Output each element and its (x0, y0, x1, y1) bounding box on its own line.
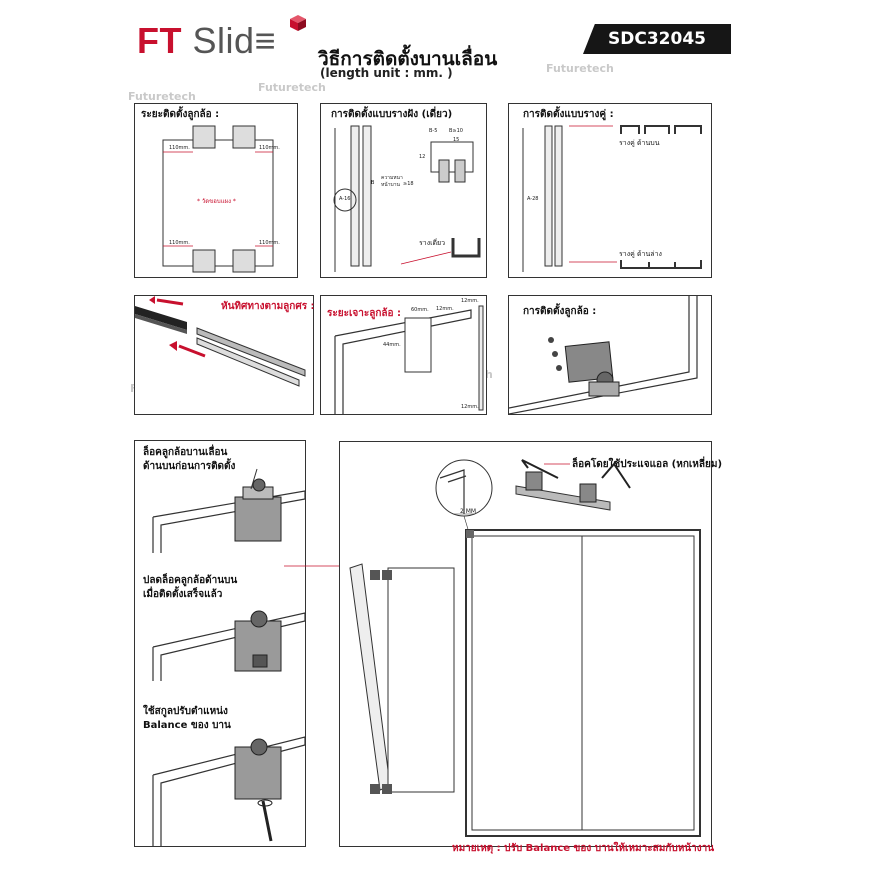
rail-direction-diagram (135, 296, 306, 387)
step-label: ใช้สกูลปรับตำแหน่ง (143, 706, 228, 717)
step-label: ล็อคลูกล้อบานเลื่อน (143, 447, 228, 458)
step-label: ด้านบนก่อนการติดตั้ง (143, 461, 236, 472)
dimension-label: 110mm. (259, 145, 280, 151)
panel-lock-steps: ล็อคลูกล้อบานเลื่อน ด้านบนก่อนการติดตั้ง… (134, 440, 306, 847)
footer-note: หมายเหตุ : ปรับ Balance ของ บานให้เหมาะส… (452, 843, 715, 854)
cube-logo-icon (290, 15, 306, 31)
single-rail-diagram (333, 125, 481, 272)
rail-label: รางเดี่ยว (419, 239, 446, 247)
panel-drilling: ระยะเจาะลูกล้อ : 60mm. 12mm. 12mm. 44mm.… (320, 295, 487, 415)
panel-label: ล็อคโดยใช้ประแจแอล (หกเหลี่ยม) (572, 459, 723, 470)
dimension-label: B≥10 (449, 128, 463, 134)
page-title: วิธีการติดตั้งบานเลื่อน (318, 48, 498, 70)
dimension-label: ความหนา (381, 175, 403, 181)
length-unit: (length unit : mm. ) (320, 66, 453, 80)
finished-doors-diagram (349, 459, 701, 837)
panel-label: ระยะเจาะลูกล้อ : (327, 308, 402, 319)
dimension-label: 2 MM (460, 508, 477, 515)
dimension-label: B (371, 180, 375, 186)
dimension-label: ≥18 (403, 181, 414, 187)
dimension-label: 110mm. (169, 240, 190, 246)
dimension-label: 60mm. (411, 307, 429, 313)
panel-label: การติดตั้งแบบรางฝัง (เดี่ยว) (331, 109, 453, 120)
panel-label: หันทิศทางตามลูกศร : (221, 301, 315, 312)
step-label: เมื่อติดตั้งเสร็จแล้ว (143, 589, 223, 600)
dimension-label: 110mm. (169, 145, 190, 151)
panel-roller-position: ระยะติดตั้งลูกล้อ : 110mm. 110mm. 110mm.… (134, 103, 298, 278)
dimension-label: 15 (453, 137, 460, 143)
dimension-label: A-16 (339, 196, 351, 202)
dimension-label: หน้าบาน (381, 182, 400, 188)
drilling-diagram (334, 305, 484, 414)
dimension-label: A-28 (527, 196, 539, 202)
panel-label: ระยะติดตั้งลูกล้อ : (141, 109, 220, 120)
watermark: Futuretech (546, 62, 614, 75)
roller-install-diagram (509, 296, 698, 414)
brand-ft: FT (137, 20, 182, 61)
panel-hex-key-lock: ล็อคโดยใช้ประแจแอล (หกเหลี่ยม) 2 MM (339, 441, 722, 847)
brand-logo: FT Slid≡ (137, 20, 276, 62)
panel-direction: หันทิศทางตามลูกศร : (134, 295, 315, 415)
panel-double-rail: การติดตั้งแบบรางคู่ : A-28 รางคู่ ด้านบน… (508, 103, 712, 278)
dimension-label: 44mm. (383, 342, 401, 348)
rail-label: รางคู่ ด้านล่าง (619, 250, 662, 258)
dimension-label: 110mm. (259, 240, 280, 246)
dimension-label: B-5 (429, 128, 438, 134)
double-rail-diagram (522, 125, 702, 272)
measure-note: * วัดขอบแผง * (197, 198, 236, 205)
dimension-label: 12mm. (436, 306, 454, 312)
lock-steps-diagram (152, 468, 305, 846)
step-label: ปลดล็อคลูกล้อด้านบน (143, 575, 238, 586)
watermark: Futuretech (128, 90, 196, 103)
watermark: Futuretech (258, 81, 326, 94)
dimension-label: 12mm. (461, 404, 479, 410)
panel-roller-install: การติดตั้งลูกล้อ : (508, 295, 712, 415)
dimension-label: 12mm. (461, 298, 479, 304)
dimension-label: 12 (419, 154, 426, 160)
panel-label: การติดตั้งแบบรางคู่ : (523, 109, 614, 120)
brand-slide: Slid≡ (192, 20, 277, 61)
panel-single-rail: การติดตั้งแบบรางฝัง (เดี่ยว) A-16 B B-5 … (320, 103, 487, 278)
model-badge: SDC32045 (583, 24, 731, 54)
step-label: Balance ของ บาน (143, 720, 231, 731)
panel-label: การติดตั้งลูกล้อ : (523, 306, 597, 317)
door-panel-diagram (162, 125, 274, 273)
rail-label: รางคู่ ด้านบน (619, 139, 660, 147)
